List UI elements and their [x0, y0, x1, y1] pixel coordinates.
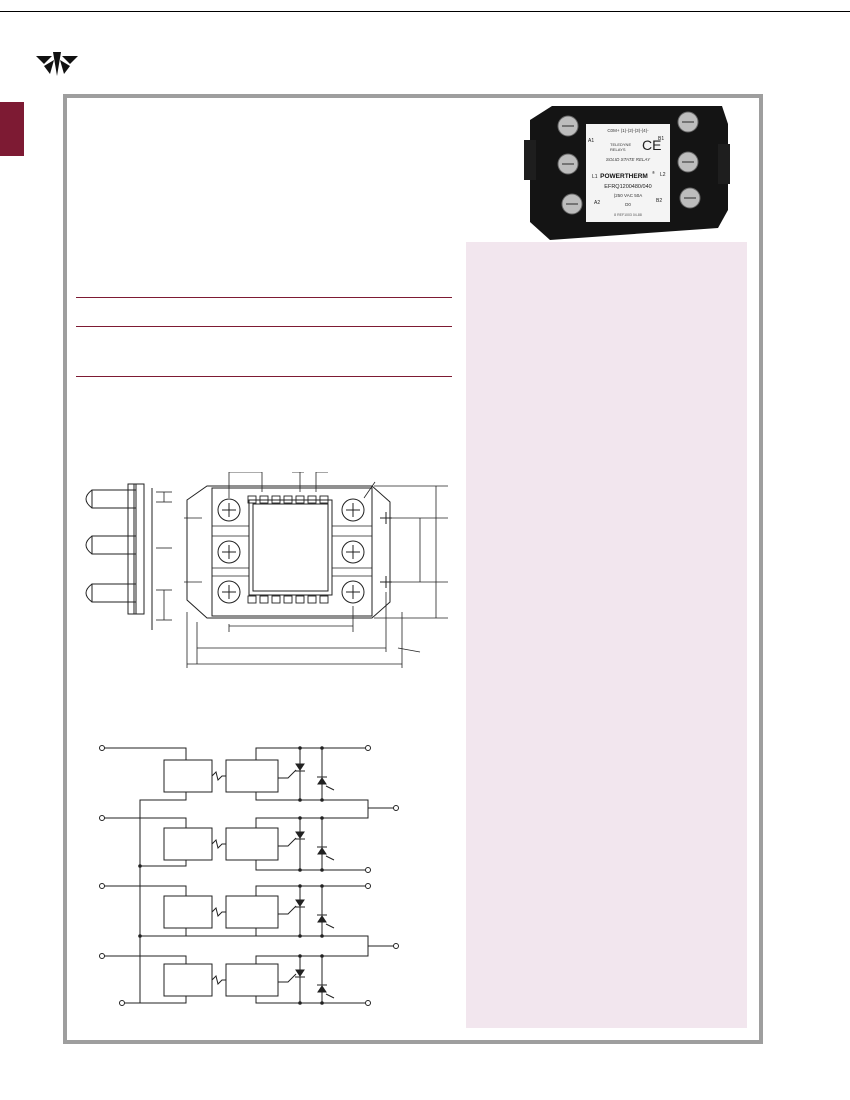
terminal-label-a2: A2 [594, 200, 600, 206]
label-footer: 8 REF1003 04-88 [614, 213, 642, 217]
side-view [85, 483, 153, 630]
input-module-blocks [163, 759, 279, 997]
header-rule [0, 11, 850, 12]
specs-panel [466, 242, 747, 1028]
label-brand-line1: TELEDYNE [610, 142, 631, 147]
label-small-code: D0 [625, 202, 631, 207]
terminal-label-a1: A1 [588, 138, 594, 144]
terminal-label-l2: L2 [660, 172, 666, 178]
ce-mark: CE [642, 137, 661, 153]
terminal-label-b2: B2 [656, 198, 662, 204]
teledyne-logo-icon [36, 52, 78, 76]
label-rating: (250 VAC 50A [614, 193, 642, 198]
dimension-lines [156, 472, 448, 668]
section-tab [0, 102, 24, 156]
label-code-line: C0M+ (1)-(2)-(3)-(4)- [607, 128, 649, 133]
thyristor-pairs [138, 746, 394, 1005]
section-rule-2 [76, 326, 452, 327]
terminal-screw-icon [217, 498, 365, 604]
product-photo: C0M+ (1)-(2)-(3)-(4)- TELEDYNE RELAYS CE… [524, 106, 730, 240]
section-rule-1 [76, 297, 452, 298]
section-rule-3 [76, 376, 452, 377]
top-view [186, 485, 392, 619]
terminal-label-b1: B1 [658, 136, 664, 142]
terminal-label-l1: L1 [592, 174, 598, 180]
circuit-schematic [99, 745, 399, 1006]
trademark-symbol: ® [652, 170, 655, 175]
dimension-drawing [85, 472, 448, 668]
label-brand-line2: RELAYS [610, 147, 626, 152]
label-brand-name: POWERTHERM [600, 173, 648, 180]
label-type: SOLID STATE RELAY [606, 157, 651, 162]
label-part-number: EFRQ1200480/040 [604, 184, 651, 190]
